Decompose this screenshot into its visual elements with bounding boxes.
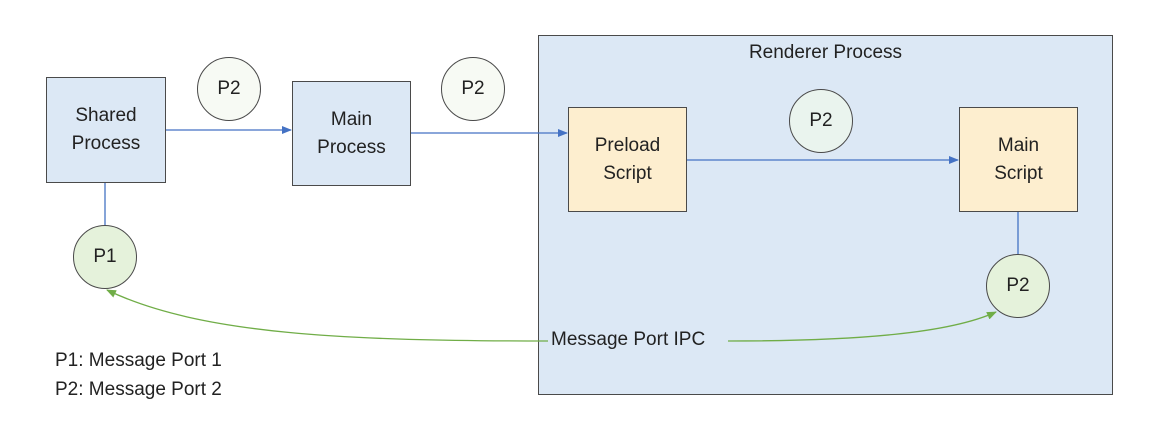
legend: P1: Message Port 1 P2: Message Port 2 (55, 346, 222, 404)
main-script-node: Main Script (959, 107, 1078, 212)
port-p1-shared: P1 (73, 225, 137, 289)
main-process-node: Main Process (292, 81, 411, 186)
port-p2-shared-to-main: P2 (197, 57, 261, 121)
shared-process-node: Shared Process (46, 77, 166, 183)
ipc-curve-to-p1 (106, 289, 549, 342)
legend-item-p2: P2: Message Port 2 (55, 379, 222, 400)
ipc-label: Message Port IPC (549, 329, 708, 351)
ipc-curve-to-p2 (727, 311, 997, 342)
legend-item-p1: P1: Message Port 1 (55, 350, 222, 371)
preload-script-node: Preload Script (568, 107, 687, 212)
port-p2-script: P2 (986, 254, 1050, 318)
renderer-process-title: Renderer Process (748, 42, 903, 63)
port-p2-preload-to-script: P2 (789, 89, 853, 153)
port-p2-main-to-preload: P2 (441, 57, 505, 121)
